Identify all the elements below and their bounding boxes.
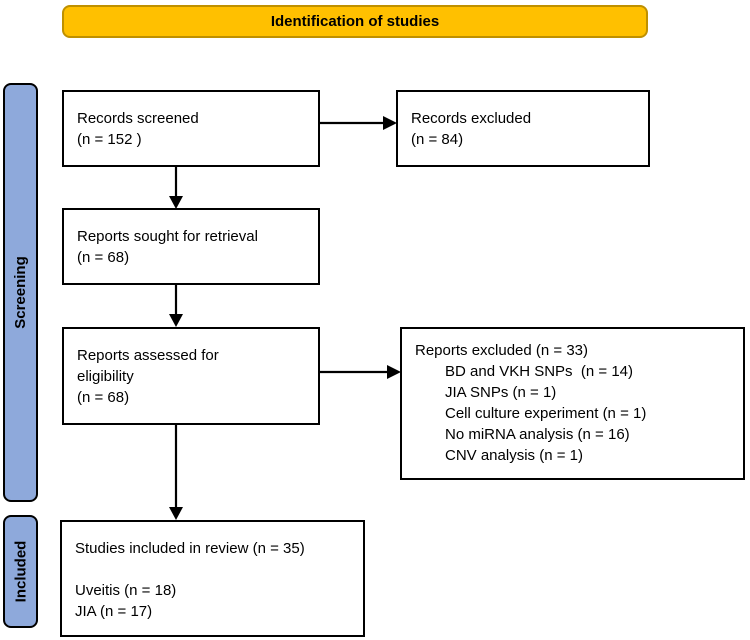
arrow-assessed-to-excluded: [320, 365, 401, 379]
box-records-screened: Records screened (n = 152 ): [62, 90, 320, 167]
box-reports-sought: Reports sought for retrieval (n = 68): [62, 208, 320, 285]
identification-banner-label: Identification of studies: [270, 13, 440, 30]
exclusion-reason: BD and VKH SNPs (n = 14): [445, 363, 633, 380]
reports-sought-text: Reports sought for retrieval: [77, 227, 258, 245]
reports-excluded-title: Reports excluded (n = 33): [415, 342, 589, 359]
box-reports-excluded: Reports excluded (n = 33) BD and VKH SNP…: [400, 327, 745, 480]
exclusion-reason: Cell culture experiment (n = 1): [445, 405, 647, 422]
reports-assessed-count: (n = 68): [77, 388, 130, 406]
box-studies-included: Studies included in review (n = 35) Uvei…: [60, 520, 365, 637]
arrow-assessed-to-included: [169, 425, 183, 520]
stage-label-included: Included: [12, 540, 30, 603]
exclusion-reason: CNV analysis (n = 1): [445, 447, 583, 464]
stage-label-screening: Screening: [12, 256, 29, 329]
box-records-excluded: Records excluded (n = 84): [396, 90, 650, 167]
studies-included-uveitis: Uveitis (n = 18): [75, 582, 177, 599]
studies-included-jia: JIA (n = 17): [75, 603, 153, 620]
exclusion-reason: JIA SNPs (n = 1): [445, 384, 557, 401]
records-excluded-text: Records excluded: [411, 109, 532, 127]
exclusion-reasons: BD and VKH SNPs (n = 14) JIA SNPs (n = 1…: [415, 361, 737, 466]
stage-bar-screening: Screening: [3, 83, 38, 502]
arrow-sought-to-assessed: [169, 285, 183, 327]
stage-bar-included: Included: [3, 515, 38, 628]
box-reports-assessed: Reports assessed for eligibility (n = 68…: [62, 327, 320, 425]
reports-assessed-text-1: Reports assessed for: [77, 346, 219, 364]
arrow-screened-to-sought: [169, 167, 183, 209]
reports-assessed-text-2: eligibility: [77, 367, 134, 385]
identification-banner: Identification of studies: [62, 5, 648, 38]
reports-sought-count: (n = 68): [77, 248, 130, 266]
exclusion-reason: No miRNA analysis (n = 16): [445, 426, 630, 443]
records-excluded-count: (n = 84): [411, 130, 464, 148]
arrow-screened-to-excluded: [320, 116, 397, 130]
records-screened-text: Records screened: [77, 109, 199, 127]
records-screened-count: (n = 152 ): [77, 130, 142, 148]
studies-included-title: Studies included in review (n = 35): [75, 540, 305, 557]
